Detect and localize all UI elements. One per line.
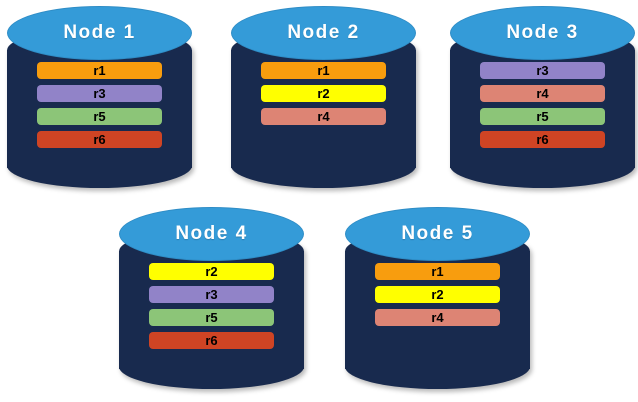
database-node-4[interactable]: Node 4 r2 r3 r5 r6	[119, 207, 304, 397]
replica-bar[interactable]: r6	[37, 131, 162, 148]
node-title: Node 1	[63, 22, 136, 43]
replica-bar[interactable]: r3	[149, 286, 274, 303]
replica-bar[interactable]: r3	[480, 62, 605, 79]
replica-bar[interactable]: r2	[261, 85, 386, 102]
replica-bar[interactable]: r4	[261, 108, 386, 125]
replica-list: r1 r3 r5 r6	[37, 62, 162, 148]
replica-bar[interactable]: r5	[37, 108, 162, 125]
replica-bar[interactable]: r5	[480, 108, 605, 125]
replica-list: r1 r2 r4	[375, 263, 500, 326]
replica-bar[interactable]: r2	[375, 286, 500, 303]
replica-list: r1 r2 r4	[261, 62, 386, 125]
node-title: Node 4	[175, 223, 248, 244]
database-node-3[interactable]: Node 3 r3 r4 r5 r6	[450, 6, 635, 196]
replica-bar[interactable]: r6	[149, 332, 274, 349]
replica-bar[interactable]: r4	[375, 309, 500, 326]
replica-list: r3 r4 r5 r6	[480, 62, 605, 148]
replica-bar[interactable]: r5	[149, 309, 274, 326]
node-title: Node 2	[287, 22, 360, 43]
cylinder-top: Node 1	[7, 6, 192, 60]
node-title: Node 5	[401, 223, 474, 244]
database-node-2[interactable]: Node 2 r1 r2 r4	[231, 6, 416, 196]
replica-bar[interactable]: r1	[375, 263, 500, 280]
replica-bar[interactable]: r3	[37, 85, 162, 102]
replica-bar[interactable]: r4	[480, 85, 605, 102]
replica-bar[interactable]: r6	[480, 131, 605, 148]
cylinder-top: Node 4	[119, 207, 304, 261]
cylinder-top: Node 5	[345, 207, 530, 261]
replica-bar[interactable]: r1	[37, 62, 162, 79]
database-node-1[interactable]: Node 1 r1 r3 r5 r6	[7, 6, 192, 196]
database-node-5[interactable]: Node 5 r1 r2 r4	[345, 207, 530, 397]
node-title: Node 3	[506, 22, 579, 43]
replica-bar[interactable]: r2	[149, 263, 274, 280]
cylinder-top: Node 2	[231, 6, 416, 60]
replica-bar[interactable]: r1	[261, 62, 386, 79]
replica-list: r2 r3 r5 r6	[149, 263, 274, 349]
cylinder-top: Node 3	[450, 6, 635, 60]
